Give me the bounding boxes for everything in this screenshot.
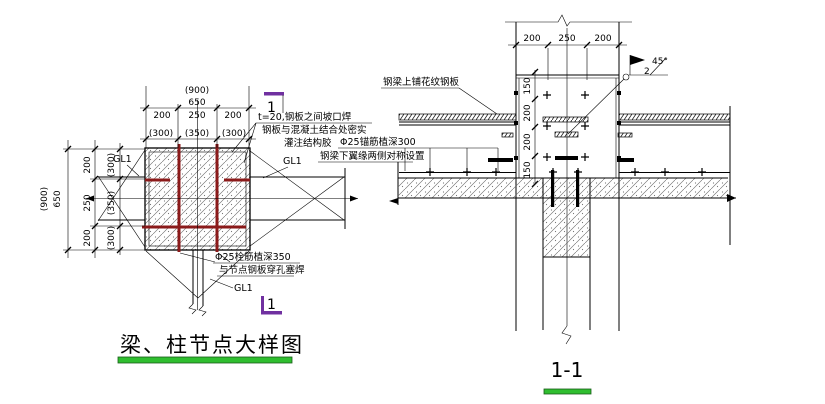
left-drawing: (900) 650 200 250 200 (300) (350) (300) … bbox=[40, 86, 372, 364]
concrete-beam bbox=[543, 178, 590, 257]
top-dimensions: (900) 650 200 250 200 (300) (350) (300) bbox=[140, 86, 256, 148]
left-title-underline bbox=[117, 356, 293, 364]
section-marker-number-top: 1 bbox=[267, 100, 276, 116]
dim-seg: 200 bbox=[83, 229, 93, 246]
anchor-note-line2: 与节点钢板穿孔塞焊 bbox=[219, 264, 305, 276]
anchor-rod bbox=[551, 170, 555, 207]
dim-overall-side: 650 bbox=[53, 190, 63, 207]
flange-plate bbox=[555, 156, 578, 160]
dim-seg: 200 bbox=[594, 34, 611, 44]
plate bbox=[501, 132, 514, 138]
flange-plate bbox=[488, 158, 513, 162]
dim-seg: 200 bbox=[83, 156, 93, 173]
gl1-label-left: GL1 bbox=[113, 154, 132, 165]
dim-seg: 200 bbox=[523, 34, 540, 44]
weld-size-label: 2 bbox=[644, 67, 650, 77]
section-marker-bar bbox=[261, 296, 264, 314]
axis-arrow-left bbox=[86, 195, 94, 202]
right-title-underline bbox=[543, 388, 592, 395]
gl1-label-bottom: GL1 bbox=[234, 283, 253, 294]
dim-seg-paren: (350) bbox=[185, 129, 209, 139]
top-break-line bbox=[505, 14, 632, 27]
weld-note-line2: 钢板与混凝土结合处密实 bbox=[262, 124, 367, 136]
axes bbox=[86, 100, 358, 310]
weld-note-line3: 灌注结构胶 bbox=[284, 137, 332, 149]
checkered-plate-left bbox=[398, 113, 517, 121]
dim-seg: 200 bbox=[153, 111, 170, 121]
side-dimensions: (900) 650 200 250 200 (300) (350) (300) bbox=[40, 140, 145, 258]
anchor-note-line1: Φ25栓筋植深350 bbox=[215, 251, 291, 263]
anchor-annotation-left: Φ25栓筋植深350 与节点钢板穿孔塞焊 bbox=[179, 251, 305, 277]
checkered-plate-right bbox=[618, 113, 731, 121]
weld-angle-label: 45° bbox=[652, 57, 668, 67]
dim-overall-paren-top: (900) bbox=[185, 86, 209, 96]
dim-seg: 150 bbox=[523, 161, 533, 178]
dim-seg: 200 bbox=[523, 104, 533, 121]
dim-overall-top: 650 bbox=[188, 98, 205, 108]
anchor-note-line1: Φ25锚筋植深300 bbox=[340, 136, 416, 148]
section-marker-bar bbox=[261, 311, 282, 315]
plate bbox=[617, 132, 633, 138]
anchor-zone bbox=[338, 147, 499, 171]
slab-break-arrow-left bbox=[389, 198, 398, 204]
dim-seg: 250 bbox=[188, 111, 205, 121]
dim-seg-paren: (350) bbox=[107, 191, 117, 215]
anchor-annotation-right: Φ25锚筋植深300 钢梁下翼缘两侧对称设置 bbox=[318, 136, 425, 163]
axis-arrow-right bbox=[350, 195, 358, 202]
plate bbox=[554, 131, 579, 138]
weld-note-line1: t=20,钢板之间坡口焊 bbox=[258, 111, 352, 123]
flange-plate bbox=[617, 158, 634, 162]
field-weld-flag-icon bbox=[630, 55, 645, 65]
dim-seg-paren: (300) bbox=[107, 153, 117, 177]
dim-seg-paren: (300) bbox=[107, 226, 117, 250]
slab-and-beam bbox=[389, 170, 736, 330]
section-marker-number-bottom: 1 bbox=[267, 297, 276, 313]
plate-note: 钢梁上铺花纹钢板 bbox=[383, 76, 460, 88]
right-side-dimensions: 150 200 200 150 bbox=[523, 68, 539, 188]
break-mark bbox=[188, 303, 197, 315]
section-markers: 1 1 bbox=[261, 92, 284, 315]
slab-left bbox=[398, 178, 543, 198]
plate bbox=[542, 116, 589, 123]
dim-seg: 150 bbox=[523, 77, 533, 94]
break-mark bbox=[198, 305, 207, 317]
right-top-dimensions: 200 250 200 bbox=[508, 34, 627, 80]
dim-seg: 250 bbox=[558, 34, 575, 44]
weld-annotation: t=20,钢板之间坡口焊 钢板与混凝土结合处密实 灌注结构胶 bbox=[231, 111, 372, 164]
gl1-label-right: GL1 bbox=[283, 156, 302, 167]
dim-seg: 200 bbox=[224, 111, 241, 121]
anchor-note-line2: 钢梁下翼缘两侧对称设置 bbox=[320, 150, 425, 162]
weld-symbol: 45° 2 bbox=[567, 55, 668, 135]
dim-seg-paren: (300) bbox=[149, 129, 173, 139]
weld-marks bbox=[514, 91, 621, 160]
anchor-rod bbox=[576, 170, 580, 207]
plate-annotation: 钢梁上铺花纹钢板 bbox=[381, 76, 498, 115]
left-title: 梁、柱节点大样图 bbox=[120, 333, 304, 357]
dim-seg-paren: (300) bbox=[222, 129, 246, 139]
dim-overall-paren-side: (900) bbox=[40, 187, 50, 211]
joint-plates bbox=[488, 91, 634, 162]
slab-right bbox=[590, 178, 728, 198]
dim-seg: 250 bbox=[83, 194, 93, 211]
rebar-plates bbox=[142, 144, 250, 252]
right-title: 1-1 bbox=[551, 358, 584, 382]
break-mark bbox=[561, 325, 572, 345]
gl1-labels: GL1 GL1 GL1 bbox=[113, 154, 302, 294]
right-drawing: 200 250 200 150 200 200 150 bbox=[318, 14, 736, 395]
section-marker-bar bbox=[264, 92, 284, 96]
slab-break-arrow-right bbox=[727, 194, 736, 202]
column-elevation bbox=[505, 14, 632, 345]
dim-seg: 200 bbox=[523, 133, 533, 150]
